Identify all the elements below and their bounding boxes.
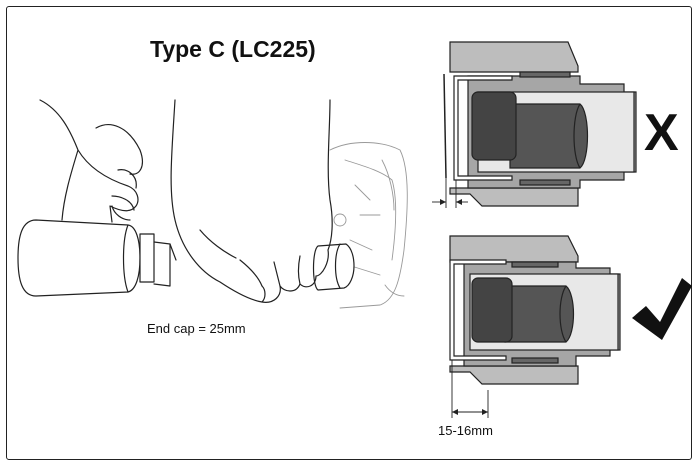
tool-handle bbox=[17, 219, 141, 297]
right-hand bbox=[170, 99, 333, 303]
hand-illustration bbox=[17, 99, 408, 309]
diagram-frame bbox=[6, 6, 692, 460]
left-hand bbox=[39, 99, 139, 223]
dimension-label: 15-16mm bbox=[438, 423, 493, 438]
incorrect-fitting-diagram bbox=[432, 41, 637, 208]
caliper-sketch bbox=[329, 142, 408, 309]
check-mark-icon bbox=[632, 278, 692, 340]
tool-collar bbox=[139, 233, 155, 283]
end-cap bbox=[312, 243, 355, 291]
wrong-mark: X bbox=[644, 104, 679, 162]
correct-fitting-diagram bbox=[449, 235, 621, 418]
page-title: Type C (LC225) bbox=[150, 36, 316, 62]
end-cap-caption: End cap = 25mm bbox=[147, 321, 246, 336]
